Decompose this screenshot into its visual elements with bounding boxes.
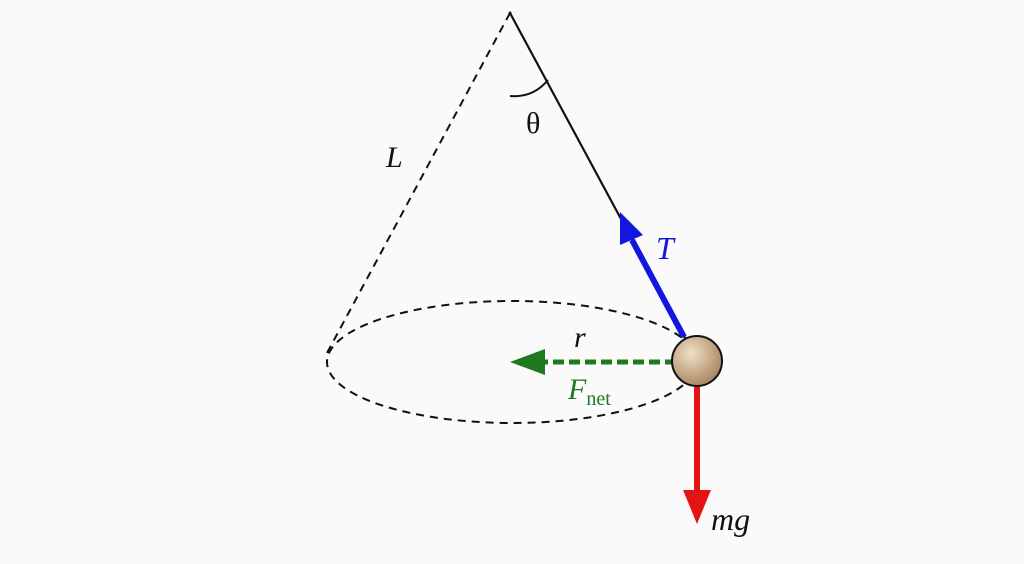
weight-arrow <box>683 370 711 524</box>
length-label: L <box>385 141 403 174</box>
net-force-label-main: F <box>567 373 587 406</box>
angle-arc <box>509 79 549 98</box>
net-force-arrow <box>510 349 676 375</box>
pendulum-bob <box>671 335 723 387</box>
tension-arrow <box>620 212 687 339</box>
cone-side-dashed-line <box>326 12 511 354</box>
pivot-point <box>508 11 512 15</box>
weight-label: mg <box>711 501 750 537</box>
net-force-label-sub: net <box>586 388 611 410</box>
net-force-label: Fnet <box>567 373 611 410</box>
theta-label: θ <box>526 107 540 140</box>
radius-label: r <box>574 321 586 354</box>
tension-label: T <box>656 230 676 266</box>
